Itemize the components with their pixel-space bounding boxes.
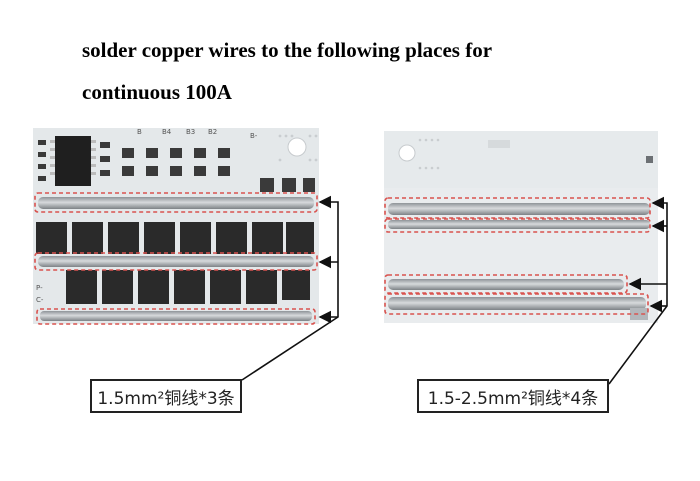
solder-highlight-box [384,293,649,315]
arrow-line [608,196,668,385]
silkscreen-label: B4 [162,128,172,136]
silkscreen-label: B3 [186,128,195,136]
right-solder-highlights [384,197,651,315]
left-arrows [241,195,339,381]
solder-highlight-box [384,218,651,233]
mosfet-row-lower [66,270,310,304]
right-wire-spec-callout: 1.5-2.5mm²铜线*4条 [417,379,609,413]
solder-highlight-box [384,197,651,219]
silkscreen-label: B2 [208,128,217,136]
silkscreen-label: C- [36,296,44,304]
left-pcb-board: B B4 B3 B2 B- P- C- [33,128,319,324]
silkscreen-label: P- [36,284,43,292]
solder-highlight-box [384,274,628,294]
mosfet-row-upper [36,222,314,254]
solder-highlight-box [36,308,316,325]
silkscreen-label: B [137,128,142,136]
solder-highlight-box [34,252,318,271]
headline-line-1: solder copper wires to the following pla… [82,38,493,62]
silkscreen-label: B- [250,132,258,140]
left-solder-highlights [34,192,318,325]
right-pcb-board [384,131,658,323]
solder-highlight-box [34,192,318,213]
arrow-line [241,195,339,381]
headline-line-2: continuous 100A [82,80,232,104]
right-arrows [608,196,668,385]
left-wire-spec-callout: 1.5mm²铜线*3条 [90,379,242,413]
